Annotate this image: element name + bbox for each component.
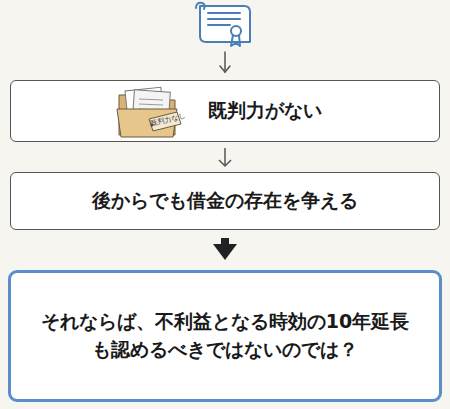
- fact-box: 後からでも借金の存在を争える: [10, 172, 440, 230]
- box-text: 後からでも借金の存在を争える: [92, 187, 358, 215]
- box-text: 既判力がない: [208, 97, 322, 125]
- flow-arrow: [224, 148, 226, 166]
- fact-box: 既判力がない既判力なし: [10, 80, 440, 142]
- small-arrow: [220, 52, 230, 72]
- question-box: それならば、不利益となる時効の10年延長 も認めるべきではないのでは？: [8, 270, 442, 402]
- box-text: それならば、不利益となる時効の10年延長 も認めるべきではないのでは？: [31, 308, 419, 363]
- flow-arrow: [221, 238, 229, 244]
- document-icon: [196, 3, 250, 46]
